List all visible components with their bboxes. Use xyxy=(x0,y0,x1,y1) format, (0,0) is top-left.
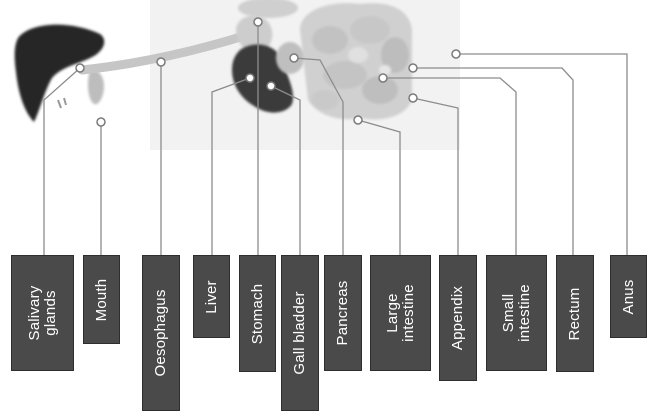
dot-gall xyxy=(266,81,276,91)
label-pancreas-text: Pancreas xyxy=(334,280,351,346)
stomach-upper-shape xyxy=(236,15,273,53)
leader-line-large xyxy=(357,119,401,255)
label-small-intestine: Small intestine xyxy=(486,255,547,371)
dot-small xyxy=(378,73,388,83)
label-small-intestine-text: Small intestine xyxy=(499,284,533,342)
label-appendix-text: Appendix xyxy=(449,285,466,351)
label-rectum-text: Rectum xyxy=(566,287,583,340)
dot-appendix xyxy=(408,93,418,103)
dot-liver xyxy=(245,73,255,83)
label-salivary-glands-text: Salivary glands xyxy=(25,285,59,341)
leader-line-appendix xyxy=(412,97,459,255)
small-marks xyxy=(57,97,67,109)
label-mouth: Mouth xyxy=(83,255,120,344)
dot-pancreas xyxy=(289,53,299,63)
leader-lines xyxy=(43,22,628,255)
dot-anus xyxy=(451,49,461,59)
leader-line-pancreas xyxy=(293,57,344,255)
dot-oesophagus xyxy=(156,57,166,67)
dot-large xyxy=(353,115,363,125)
dot-rectum xyxy=(408,63,418,73)
label-pancreas: Pancreas xyxy=(324,255,362,371)
leader-line-anus xyxy=(456,53,628,255)
label-mouth-text: Mouth xyxy=(92,278,110,321)
label-large-intestine-text: Large intestine xyxy=(383,284,417,342)
label-anus: Anus xyxy=(610,255,647,338)
label-appendix: Appendix xyxy=(439,255,477,381)
leader-line-small xyxy=(383,77,517,255)
dot-salivary xyxy=(75,63,85,73)
label-gall-bladder-text: Gall bladder xyxy=(291,291,308,375)
liver-shape xyxy=(14,24,105,122)
dot-stomach xyxy=(253,17,263,27)
label-liver: Liver xyxy=(193,255,230,338)
oesophagus-shape xyxy=(77,29,255,75)
label-salivary-glands: Salivary glands xyxy=(11,255,74,371)
leader-line-gall xyxy=(270,85,301,255)
top-organ-shape xyxy=(238,0,298,18)
label-rectum: Rectum xyxy=(556,255,594,372)
label-anus-text: Anus xyxy=(619,279,637,314)
intestine-mass xyxy=(300,3,412,120)
pointer-dots xyxy=(75,17,461,127)
leader-line-salivary xyxy=(43,67,81,255)
label-oesophagus: Oesophagus xyxy=(142,255,180,411)
label-stomach: Stomach xyxy=(239,255,276,372)
label-oesophagus-text: Oesophagus xyxy=(152,289,169,377)
mouth-shape xyxy=(87,69,104,105)
label-gall-bladder: Gall bladder xyxy=(281,255,319,411)
dot-mouth xyxy=(96,117,106,127)
leader-line-liver xyxy=(211,77,251,255)
label-large-intestine: Large intestine xyxy=(370,255,431,371)
leader-line-rectum xyxy=(413,67,574,255)
label-stomach-text: Stomach xyxy=(248,283,266,344)
label-liver-text: Liver xyxy=(202,279,220,314)
